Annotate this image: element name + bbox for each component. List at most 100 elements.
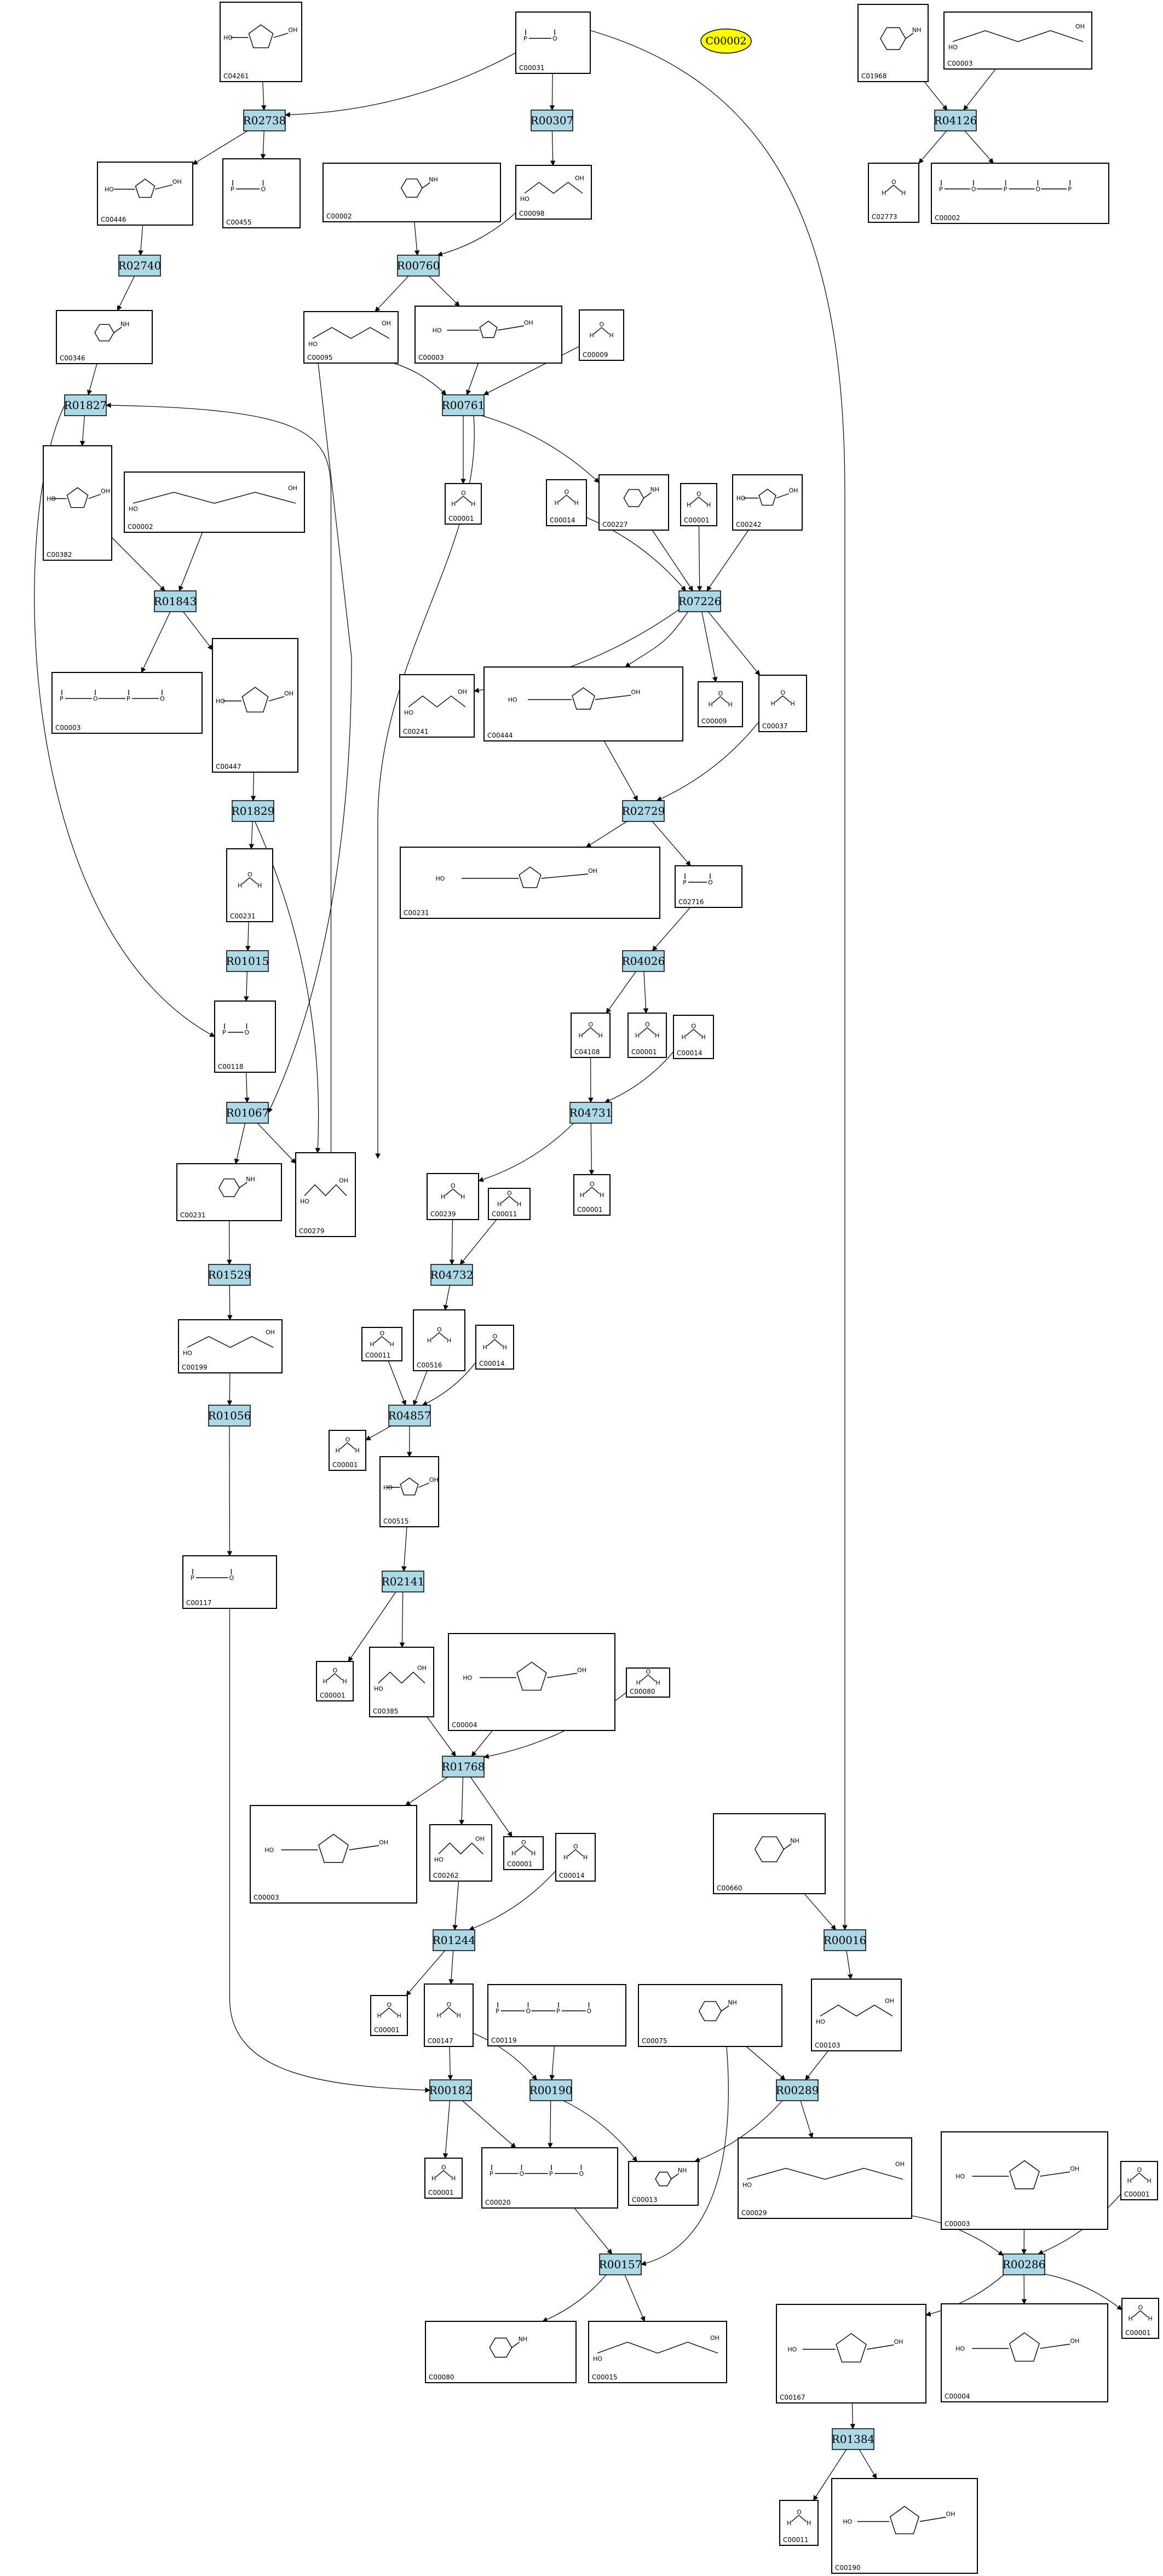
reaction-node[interactable]: R04732 [430,1264,474,1286]
reaction-node[interactable]: R02740 [118,255,162,277]
reaction-node[interactable]: R00016 [824,1929,867,1951]
reaction-node[interactable]: R00307 [531,110,574,131]
reaction-node[interactable]: R01384 [832,2428,875,2450]
reaction-node[interactable]: R00289 [776,2079,819,2101]
highlight-compound-node[interactable]: C00002 [700,28,752,54]
reaction-node[interactable]: R04857 [388,1405,431,1427]
reaction-node[interactable]: R01768 [442,1756,485,1778]
reaction-node[interactable]: R00760 [397,255,440,277]
reaction-node[interactable]: R00190 [529,2079,573,2101]
reaction-node[interactable]: R00157 [599,2253,642,2275]
reaction-node[interactable]: R07226 [678,590,722,612]
reaction-node[interactable]: R01244 [433,1929,476,1951]
reaction-node[interactable]: R04731 [569,1102,613,1124]
reaction-node[interactable]: R01529 [208,1264,251,1286]
reaction-node[interactable]: R00182 [429,2079,473,2101]
reaction-node[interactable]: R04126 [934,110,977,131]
reaction-node[interactable]: R02738 [243,110,286,131]
reaction-node[interactable]: R00286 [1003,2253,1046,2275]
reaction-node[interactable]: R02729 [622,800,665,822]
reaction-node[interactable]: R04026 [622,950,665,972]
reaction-node[interactable]: R01827 [64,394,107,416]
reaction-node[interactable]: R02141 [382,1571,425,1592]
reaction-node[interactable]: R01829 [232,800,275,822]
reaction-node[interactable]: R01056 [208,1405,251,1427]
reaction-node[interactable]: R00761 [442,394,485,416]
reaction-node[interactable]: R01015 [226,950,269,972]
reaction-node[interactable]: R01843 [154,590,197,612]
